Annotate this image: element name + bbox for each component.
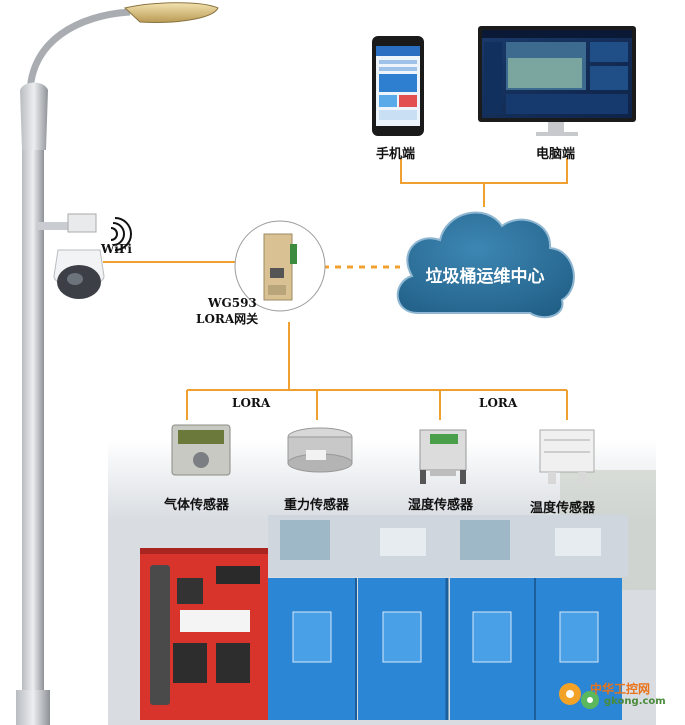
dome-camera-icon <box>53 213 105 299</box>
sensor-label-temperature: 温度传感器 <box>530 501 596 516</box>
gateway-node <box>234 220 326 312</box>
wifi-icon <box>110 217 132 251</box>
gateway-name-label: LORA网关 <box>196 312 259 326</box>
phone-label: 手机端 <box>376 147 416 162</box>
pc-label: 电脑端 <box>536 147 576 162</box>
gas-sensor-icon <box>171 424 231 476</box>
gateway-device-icon <box>263 233 297 301</box>
watermark-url: gkong.com <box>604 696 666 707</box>
street-lamp-icon <box>16 2 219 725</box>
load-cell-icon <box>287 427 353 473</box>
phone-icon <box>372 36 424 136</box>
monitor-icon <box>478 26 636 136</box>
wifi-label: WiFi <box>101 242 132 256</box>
lora-label-right: LORA <box>479 396 518 410</box>
trash-bin-photo <box>108 440 656 725</box>
watermark-brand: 中华工控网 <box>590 682 651 696</box>
sensor-label-humidity: 湿度传感器 <box>408 498 474 513</box>
cloud-label: 垃圾桶运维中心 <box>425 267 545 287</box>
sensor-label-gravity: 重力传感器 <box>284 498 350 513</box>
gateway-model-label: WG593 <box>208 296 257 310</box>
connection-lines <box>103 158 568 420</box>
cloud-icon <box>396 211 575 319</box>
watermark-logo-icon <box>559 683 599 709</box>
humidity-sensor-icon <box>419 429 467 484</box>
lora-label-left: LORA <box>232 396 271 410</box>
red-bin-icon <box>140 548 268 720</box>
blue-bins-icon <box>268 578 622 720</box>
temperature-sensor-icon <box>539 429 595 484</box>
sensor-label-gas: 气体传感器 <box>164 498 230 513</box>
